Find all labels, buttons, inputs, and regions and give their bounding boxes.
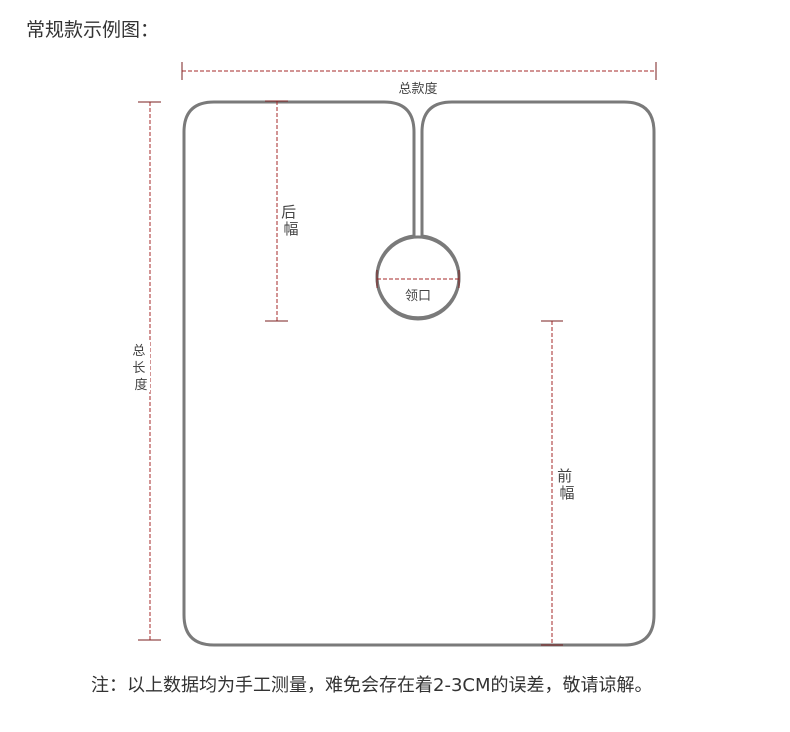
front-width-dimension: 前 幅 — [541, 320, 577, 646]
total-length-label: 总 长 度 — [132, 344, 149, 393]
front-width-label: 前 幅 — [557, 467, 577, 502]
back-width-dimension: 后 幅 — [265, 100, 301, 322]
neckline-dimension: 领口 — [376, 270, 460, 304]
total-width-label: 总款度 — [398, 81, 437, 97]
total-length-char: 总 — [132, 344, 145, 359]
page-title: 常规款示例图： — [26, 19, 160, 41]
back-width-char: 幅 — [283, 220, 298, 238]
neckline-circle — [375, 235, 461, 321]
front-width-char: 幅 — [559, 484, 574, 502]
neckline-label: 领口 — [405, 289, 431, 304]
total-length-dimension: 总 长 度 — [132, 101, 161, 641]
back-width-char: 后 — [281, 203, 296, 221]
total-length-char: 长 — [132, 361, 145, 376]
back-width-label: 后 幅 — [281, 203, 301, 238]
total-width-dimension: 总款度 — [181, 62, 657, 97]
front-width-char: 前 — [557, 467, 572, 485]
measurement-note: 注：以上数据均为手工测量，难免会存在着2-3CM的误差，敬请谅解。 — [91, 675, 653, 696]
cape-outline — [182, 100, 656, 647]
total-length-char: 度 — [134, 377, 147, 393]
